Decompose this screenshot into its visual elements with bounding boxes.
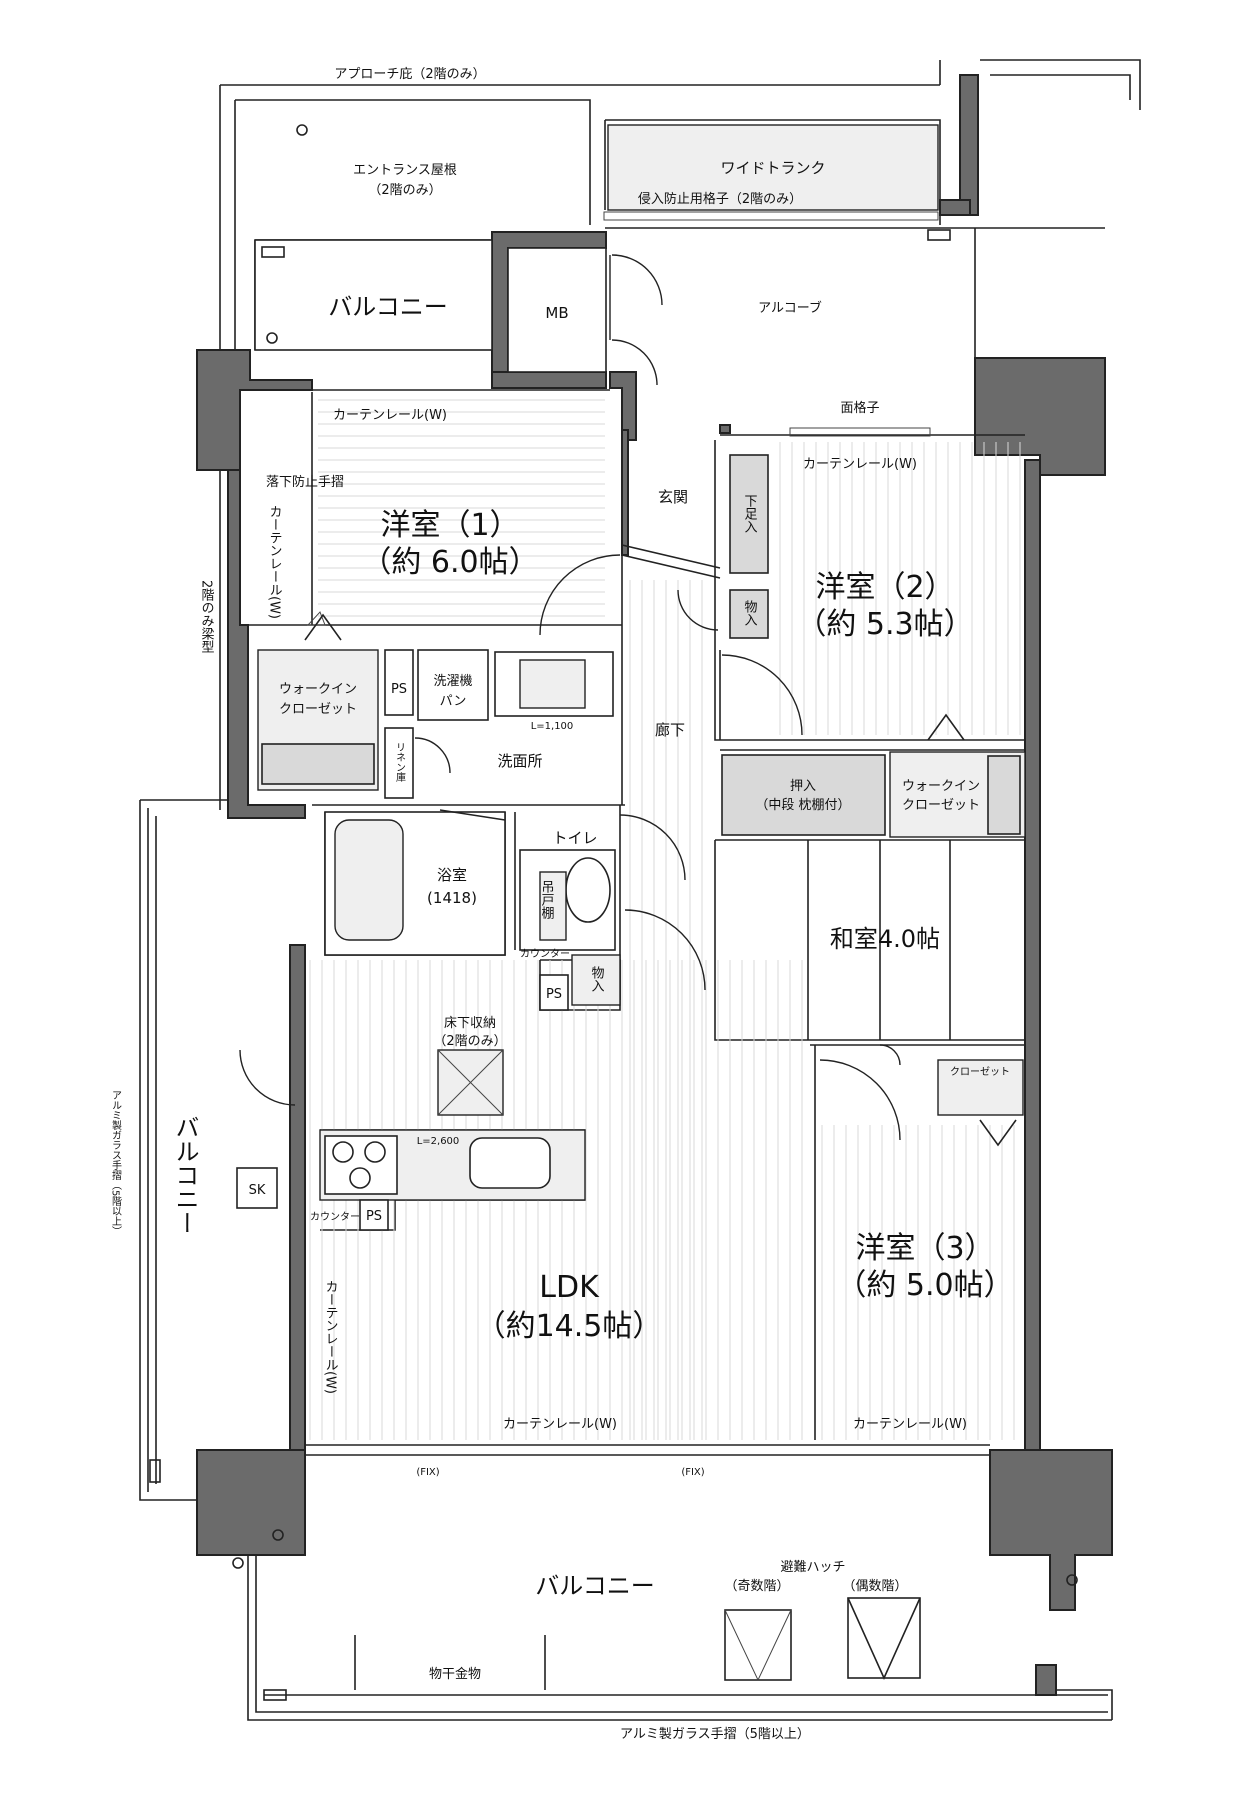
ldk-size: （約14.5帖） xyxy=(476,1309,663,1344)
fix-label-2: (FIX) xyxy=(681,1467,704,1478)
wic1-label-1: ウォークイン xyxy=(279,682,357,697)
wide-trunk-label: ワイドトランク xyxy=(720,159,825,177)
room2-size: （約 5.3帖） xyxy=(796,607,973,642)
sk-label: SK xyxy=(249,1183,266,1198)
curtain-rail-vert-label-1: カーテンレール(W) xyxy=(267,505,282,619)
vanity-length-label: L=1,100 xyxy=(531,721,574,732)
entrance-roof-note-label: （2階のみ） xyxy=(368,183,441,198)
fall-rail-label: 落下防止手摺 xyxy=(266,474,344,490)
room1-size: （約 6.0帖） xyxy=(361,545,538,580)
curtain-rail-label-1: カーテンレール(W) xyxy=(333,408,447,423)
intrusion-lattice-label: 侵入防止用格子（2階のみ） xyxy=(638,191,802,207)
beam-note-label: 2階のみ梁型 xyxy=(199,580,215,653)
balcony-left-label: バルコニー xyxy=(171,1115,199,1235)
curtain-rail-label-2: カーテンレール(W) xyxy=(803,457,917,472)
balcony-bottom-label: バルコニー xyxy=(535,1572,655,1600)
washitsu-label: 和室4.0帖 xyxy=(830,925,940,953)
underfloor-label-2: （2階のみ） xyxy=(433,1034,506,1049)
shoe-storage-label: 下足入 xyxy=(742,494,758,533)
bath-size: (1418) xyxy=(427,889,477,907)
wic2-label-2: クローゼット xyxy=(902,798,980,813)
wic2-label-1: ウォークイン xyxy=(902,779,980,794)
hatch-even-label: （偶数階） xyxy=(842,1579,907,1594)
kitchen-length-label: L=2,600 xyxy=(417,1136,460,1147)
curtain-rail-label-3: カーテンレール(W) xyxy=(503,1417,617,1432)
room2-name: 洋室（2） xyxy=(815,570,954,605)
storage1-label: 物入 xyxy=(742,600,758,626)
curtain-rail-label-4: カーテンレール(W) xyxy=(853,1417,967,1432)
hatch-odd-label: （奇数階） xyxy=(724,1578,789,1594)
corridor-label: 廊下 xyxy=(655,721,685,739)
wic1-label-2: クローゼット xyxy=(279,702,357,717)
bath-name: 浴室 xyxy=(437,866,467,884)
balcony-top-label: バルコニー xyxy=(328,293,448,321)
fixtures xyxy=(149,124,1078,1701)
ps2-label: PS xyxy=(546,987,562,1002)
hatch-label: 避難ハッチ xyxy=(780,1560,845,1575)
alu-rail-left-label: アルミ製ガラス手摺（5階以上） xyxy=(110,1090,122,1236)
face-lattice-label: 面格子 xyxy=(840,400,879,416)
ps3-label: PS xyxy=(366,1209,382,1224)
counter2-label: カウンター xyxy=(310,1211,360,1223)
genkan-label: 玄関 xyxy=(658,488,688,506)
curtain-rail-vert-label-2: カーテンレール(W) xyxy=(323,1280,338,1394)
alcove-label: アルコーブ xyxy=(758,300,822,316)
approach-eaves-label: アプローチ庇（2階のみ） xyxy=(334,67,485,82)
oshiire-label-1: 押入 xyxy=(790,779,816,794)
washer-label-2: パン xyxy=(440,694,467,709)
closet-label: クローゼット xyxy=(950,1066,1010,1078)
labels: アプローチ庇（2階のみ） エントランス屋根 （2階のみ） ワイドトランク 侵入防… xyxy=(110,67,1014,1742)
ps1-label: PS xyxy=(391,682,407,697)
doors xyxy=(239,254,901,1141)
entrance-roof-label: エントランス屋根 xyxy=(353,163,457,178)
counter1-label: カウンター xyxy=(520,948,570,960)
underfloor-label-1: 床下収納 xyxy=(444,1016,496,1031)
alu-rail-bottom-label: アルミ製ガラス手摺（5階以上） xyxy=(620,1727,810,1742)
room3-name: 洋室（3） xyxy=(855,1231,994,1266)
ldk-name: LDK xyxy=(539,1270,600,1305)
room3-size: （約 5.0帖） xyxy=(836,1268,1013,1303)
linen-label: リネン庫 xyxy=(394,742,406,783)
mb-label: MB xyxy=(545,304,568,322)
storage2-label: 物入 xyxy=(589,966,605,992)
room1-name: 洋室（1） xyxy=(380,508,519,543)
laundry-rod-label: 物干金物 xyxy=(429,1666,481,1682)
hanging-shelf-label: 吊戸棚 xyxy=(539,880,555,919)
oshiire-label-2: （中段 枕棚付） xyxy=(755,798,850,813)
washer-label-1: 洗濯機 xyxy=(433,674,472,689)
structural-walls xyxy=(196,74,1113,1696)
fix-label-1: (FIX) xyxy=(416,1467,439,1478)
washroom-label: 洗面所 xyxy=(497,752,542,770)
outer-outlines xyxy=(139,59,1141,1721)
toilet-label: トイレ xyxy=(552,829,597,847)
